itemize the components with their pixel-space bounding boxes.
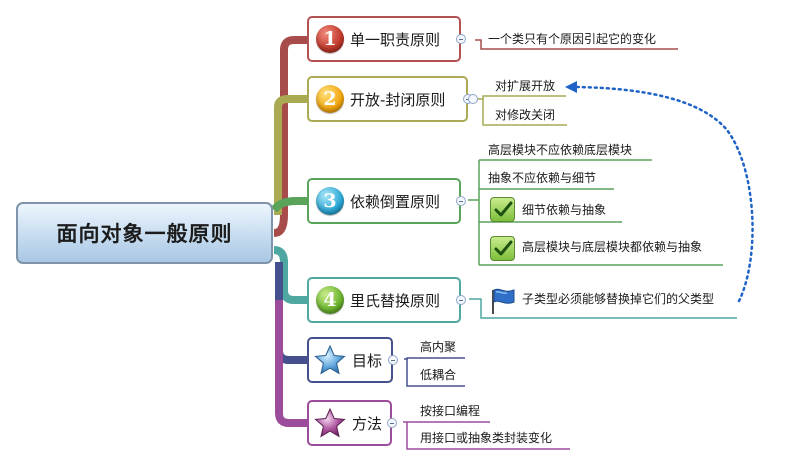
- collapse-toggle[interactable]: [456, 295, 466, 305]
- subtopic-all-depend-abstraction[interactable]: 高层模块与底层模块都依赖与抽象: [522, 240, 703, 254]
- topic-dependency-inversion[interactable]: 3 依赖倒置原则: [307, 178, 466, 224]
- topic-single-responsibility[interactable]: 1 单一职责原则: [307, 16, 466, 62]
- subtopic-high-cohesion[interactable]: 高内聚: [420, 340, 457, 354]
- collapse-toggle[interactable]: [387, 418, 397, 428]
- number-2-icon: 2: [316, 85, 344, 113]
- collapse-toggle[interactable]: [456, 34, 466, 44]
- number-4-icon: 4: [316, 286, 344, 314]
- connector-branch-4: [273, 246, 307, 304]
- root-topic[interactable]: 面向对象一般原则: [16, 202, 273, 264]
- topic-goals[interactable]: 目标: [307, 337, 398, 383]
- blue-flag-icon: [492, 288, 515, 314]
- relationship-arrow: [574, 85, 754, 303]
- topic-label: 方法: [352, 414, 383, 433]
- connector-branch-6: [275, 300, 307, 427]
- topic-label: 单一职责原则: [350, 30, 441, 49]
- subtopic-single-reason[interactable]: 一个类只有个原因引起它的变化: [488, 32, 657, 46]
- subtopic-abstraction-not-depend-detail[interactable]: 抽象不应依赖与细节: [488, 171, 597, 185]
- topic-label: 依赖倒置原则: [350, 192, 441, 211]
- topic-label: 里氏替换原则: [350, 291, 441, 310]
- subtopic-program-to-interface[interactable]: 按接口编程: [420, 404, 481, 418]
- collapse-toggle[interactable]: [456, 196, 466, 206]
- topic-label: 目标: [352, 351, 383, 370]
- number-3-icon: 3: [316, 187, 344, 215]
- collapse-toggle[interactable]: [468, 94, 478, 104]
- topic-methods[interactable]: 方法: [307, 400, 397, 446]
- collapse-toggle[interactable]: [388, 355, 398, 365]
- connector-branch-1: [273, 36, 307, 237]
- number-1-icon: 1: [316, 25, 344, 53]
- root-topic-label: 面向对象一般原则: [56, 222, 233, 246]
- subtopic-open-for-extension[interactable]: 对扩展开放: [495, 79, 556, 93]
- topic-label: 开放-封闭原则: [350, 90, 446, 109]
- check-icon: [490, 236, 515, 261]
- subtopic-encapsulate-change[interactable]: 用接口或抽象类封装变化: [420, 431, 553, 445]
- topic-open-closed[interactable]: 2 开放-封闭原则: [307, 76, 473, 122]
- topic-liskov-substitution[interactable]: 4 里氏替换原则: [307, 277, 466, 323]
- connector-branch-2: [274, 95, 307, 215]
- subtopic-detail-depend-abstraction[interactable]: 细节依赖与抽象: [522, 203, 607, 217]
- subtopic-low-coupling[interactable]: 低耦合: [420, 368, 457, 382]
- blue-star-icon: [314, 344, 346, 375]
- subtopic-closed-for-modification[interactable]: 对修改关闭: [495, 108, 556, 122]
- purple-star-icon: [314, 407, 346, 438]
- check-icon: [490, 197, 515, 222]
- subtopic-subtype-substitute[interactable]: 子类型必须能够替换掉它们的父类型: [522, 292, 715, 306]
- subtopic-high-not-depend-low[interactable]: 高层模块不应依赖底层模块: [488, 143, 633, 157]
- relationship-arrowhead: [565, 81, 577, 93]
- connector-branch-3: [270, 197, 307, 213]
